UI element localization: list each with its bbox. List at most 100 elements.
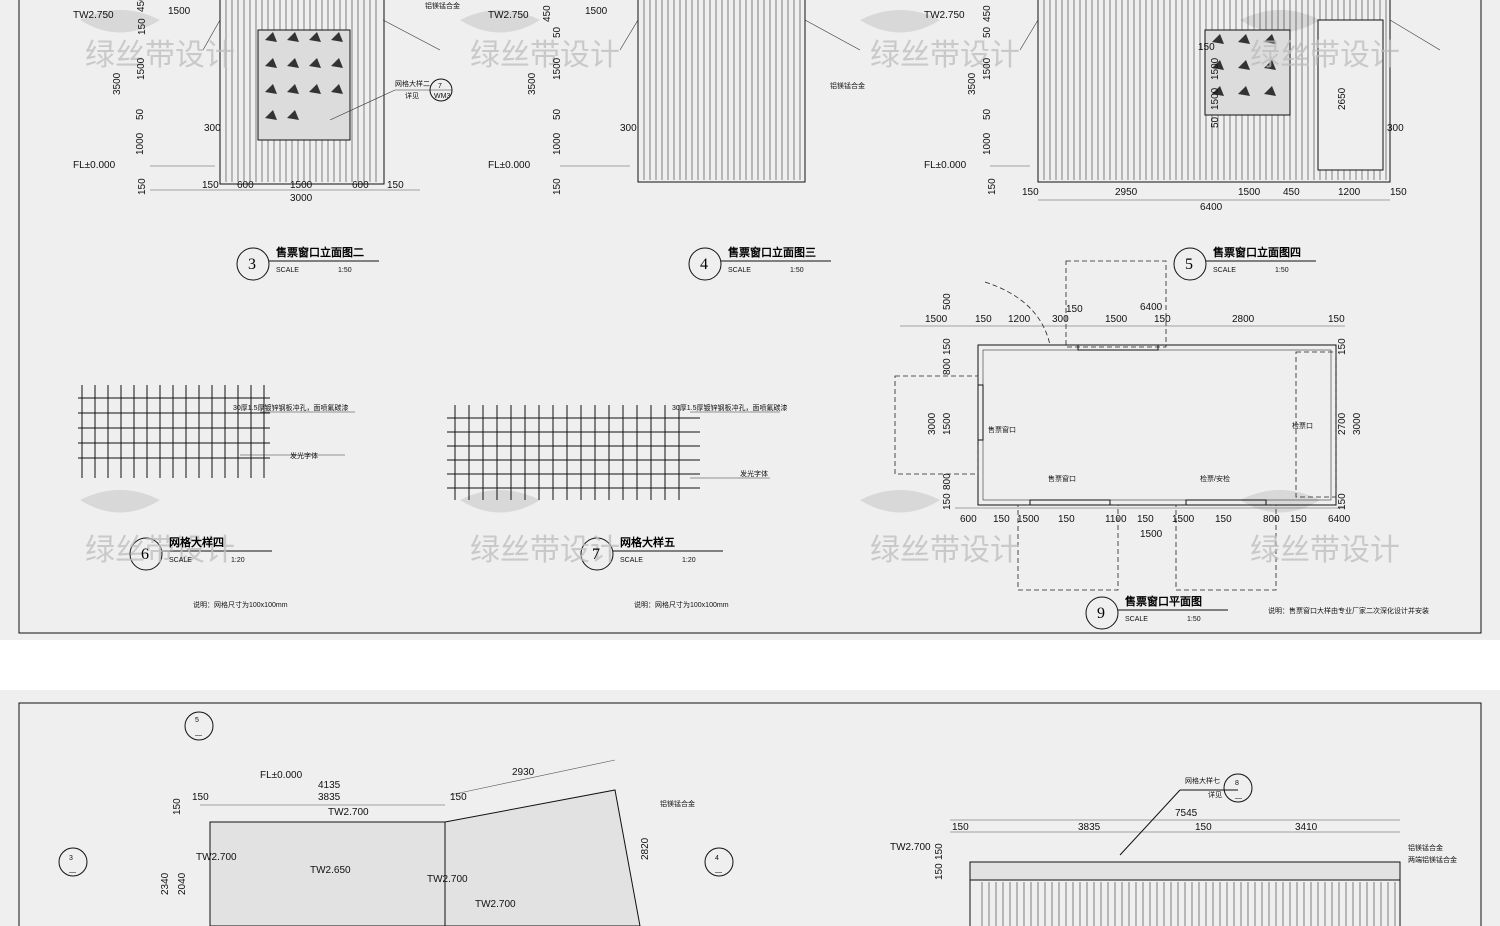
dimension-label: 150 bbox=[942, 338, 953, 355]
window-sill bbox=[1185, 499, 1267, 506]
marker-text: — bbox=[69, 869, 76, 876]
dimension-label: 300 bbox=[1052, 314, 1069, 325]
marker-text: — bbox=[195, 732, 202, 739]
dimension-label: 1500 bbox=[1210, 57, 1221, 80]
watermark-logo bbox=[80, 490, 160, 513]
dimension-label: 150 bbox=[202, 180, 219, 191]
room-label: 检票口 bbox=[1292, 421, 1313, 430]
dimension-label: TW2.750 bbox=[924, 10, 965, 21]
note: 铝镁锰合金 bbox=[1408, 843, 1443, 852]
glass-hatch bbox=[287, 110, 299, 120]
glass-hatch bbox=[331, 32, 343, 42]
window-sill bbox=[1029, 499, 1111, 506]
detail-callout-circle bbox=[129, 537, 163, 571]
paving-area bbox=[209, 821, 446, 926]
detail-number: 7 bbox=[592, 546, 600, 563]
dimension-label: 150 bbox=[1337, 338, 1348, 355]
canopy-brace bbox=[382, 19, 441, 51]
dimension-label: 800 bbox=[942, 358, 953, 375]
dimension-label: 500 bbox=[942, 293, 953, 310]
detail-title: 网格大样五 bbox=[620, 535, 675, 549]
dimension-label: 6400 bbox=[1328, 514, 1351, 525]
room-label: 售票窗口 bbox=[988, 425, 1016, 434]
detail-title: 售票窗口立面图二 bbox=[275, 245, 364, 259]
dimension-label: 300 bbox=[204, 123, 221, 134]
detail-number: 4 bbox=[700, 256, 708, 273]
leader-line bbox=[1119, 789, 1181, 856]
dimension-label: 50 bbox=[982, 26, 993, 38]
window-projection bbox=[1065, 260, 1167, 348]
glass-hatch bbox=[1238, 60, 1250, 70]
dimension-label: 3835 bbox=[318, 792, 341, 803]
glass-hatch bbox=[287, 58, 299, 68]
watermark-logo bbox=[860, 10, 940, 33]
dimension-label: 1200 bbox=[1338, 187, 1361, 198]
dimension-label: 150 bbox=[1022, 187, 1039, 198]
dimension-label: 6400 bbox=[1200, 202, 1223, 213]
dimension-label: 600 bbox=[352, 180, 369, 191]
elevation-3-frame bbox=[219, 0, 385, 185]
glass-hatch bbox=[1212, 60, 1224, 70]
scale-value: 1:50 bbox=[338, 267, 352, 274]
note: 铝镁锰合金 bbox=[830, 81, 865, 90]
dimension-label: 2950 bbox=[1115, 187, 1138, 198]
watermark-text: 绿丝带设计 bbox=[1250, 533, 1400, 568]
dimension-label: TW2.700 bbox=[890, 842, 931, 853]
scale-value: 1:50 bbox=[1275, 267, 1289, 274]
dimension-label: 3000 bbox=[1352, 412, 1363, 435]
dimension-label: 150 bbox=[192, 792, 209, 803]
glass-hatch bbox=[265, 58, 277, 68]
dimension-label: 1500 bbox=[585, 6, 608, 17]
plan-note: 说明：售票窗口大样由专业厂家二次深化设计并安装 bbox=[1268, 606, 1429, 615]
dimension-label: 1500 bbox=[1210, 87, 1221, 110]
scale-label: SCALE bbox=[1125, 616, 1148, 623]
watermark-text: 绿丝带设计 bbox=[870, 533, 1020, 568]
canopy-brace bbox=[202, 19, 221, 51]
dimension-label: 3410 bbox=[1295, 822, 1318, 833]
bottom-sheet-border bbox=[18, 702, 1482, 926]
note: 铝镁锰合金 bbox=[425, 1, 460, 10]
door-swing bbox=[984, 281, 1051, 346]
watermark-text: 绿丝带设计 bbox=[85, 38, 235, 73]
glass-hatch bbox=[1238, 86, 1250, 96]
detail-title: 网格大样四 bbox=[169, 535, 224, 549]
marker-text: — bbox=[715, 869, 722, 876]
dimension-label: 50 bbox=[135, 108, 146, 120]
window-sill bbox=[1077, 344, 1159, 351]
detail-callout-circle bbox=[236, 247, 270, 281]
dimension-label: 2040 bbox=[177, 872, 188, 895]
glass-hatch bbox=[309, 58, 321, 68]
dimension-label: 450 bbox=[542, 5, 553, 22]
dimension-label: FL±0.000 bbox=[73, 160, 116, 171]
section-marker bbox=[184, 711, 214, 741]
watermark-text: 绿丝带设计 bbox=[470, 533, 620, 568]
scale-value: 1:50 bbox=[1187, 616, 1201, 623]
dimension-label: 1200 bbox=[1008, 314, 1031, 325]
caption: 说明：网格尺寸为100x100mm bbox=[193, 600, 288, 609]
glass-hatch bbox=[331, 58, 343, 68]
dimension-label: 2800 bbox=[1232, 314, 1255, 325]
dimension-label: 450 bbox=[982, 5, 993, 22]
dimension-label: 150 bbox=[975, 314, 992, 325]
scale-label: SCALE bbox=[620, 557, 643, 564]
scale-label: SCALE bbox=[169, 557, 192, 564]
dimension-label: TW2.700 bbox=[427, 874, 468, 885]
note: 30厚1.5厚镀锌钢板冲孔，面喷氟碳漆 bbox=[233, 403, 349, 412]
watermark-logo bbox=[80, 10, 160, 33]
detail-callout-circle bbox=[580, 537, 614, 571]
glass-hatch bbox=[287, 84, 299, 94]
dimension-label: 1000 bbox=[135, 132, 146, 155]
marker-text: 8 bbox=[1235, 780, 1239, 787]
dimension-label: 150 bbox=[387, 180, 404, 191]
dimension-label: 150 bbox=[1195, 822, 1212, 833]
note: 30厚1.5厚镀锌钢板冲孔，面喷氟碳漆 bbox=[672, 403, 788, 412]
dimension-label: 450 bbox=[1283, 187, 1300, 198]
dimension-label: 1500 bbox=[982, 57, 993, 80]
dimension-label: TW2.750 bbox=[73, 10, 114, 21]
glass-hatch bbox=[265, 110, 277, 120]
dimension-label: 450 bbox=[136, 0, 147, 12]
dimension-label: 150 bbox=[137, 178, 148, 195]
detail-number: 9 bbox=[1097, 605, 1105, 622]
caption: 说明：网格尺寸为100x100mm bbox=[634, 600, 729, 609]
dimension-label: 150 bbox=[1290, 514, 1307, 525]
